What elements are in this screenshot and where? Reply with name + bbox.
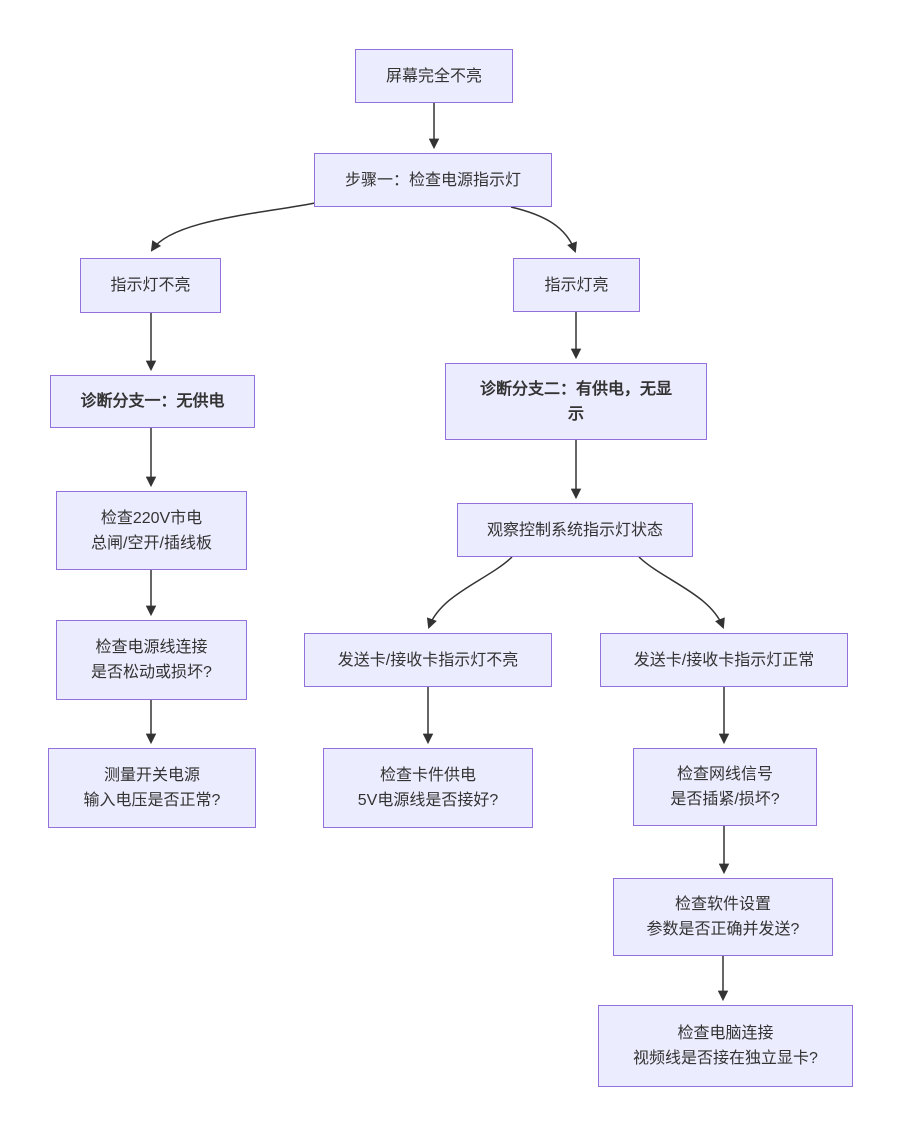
edge-J-K: [426, 556, 513, 629]
node-indicator-on: 指示灯亮: [513, 258, 640, 312]
node-branch2-power-no-display: 诊断分支二：有供电，无显 示: [445, 363, 707, 440]
node-observe-control-system-leds: 观察控制系统指示灯状态: [457, 503, 693, 557]
node-card-leds-off: 发送卡/接收卡指示灯不亮: [304, 633, 552, 687]
node-indicator-off: 指示灯不亮: [80, 258, 221, 313]
node-check-software-settings: 检查软件设置 参数是否正确并发送?: [613, 878, 833, 956]
node-check-network-cable: 检查网线信号 是否插紧/损坏?: [633, 748, 817, 826]
node-measure-psu-voltage: 测量开关电源 输入电压是否正常?: [48, 748, 256, 828]
node-check-pc-video-connection: 检查电脑连接 视频线是否接在独立显卡?: [598, 1005, 853, 1087]
node-step1-check-power-indicator: 步骤一：检查电源指示灯: [314, 153, 552, 207]
node-check-card-5v-power: 检查卡件供电 5V电源线是否接好?: [323, 748, 533, 828]
node-branch1-no-power: 诊断分支一：无供电: [50, 375, 255, 428]
node-screen-completely-dark: 屏幕完全不亮: [355, 49, 513, 103]
node-check-220v-mains: 检查220V市电 总闸/空开/插线板: [56, 491, 247, 570]
node-card-leds-normal: 发送卡/接收卡指示灯正常: [600, 633, 848, 687]
edge-B-C: [150, 202, 316, 252]
node-check-power-cord: 检查电源线连接 是否松动或损坏?: [56, 620, 247, 700]
edge-B-D: [510, 206, 577, 253]
edge-J-M: [638, 556, 725, 629]
